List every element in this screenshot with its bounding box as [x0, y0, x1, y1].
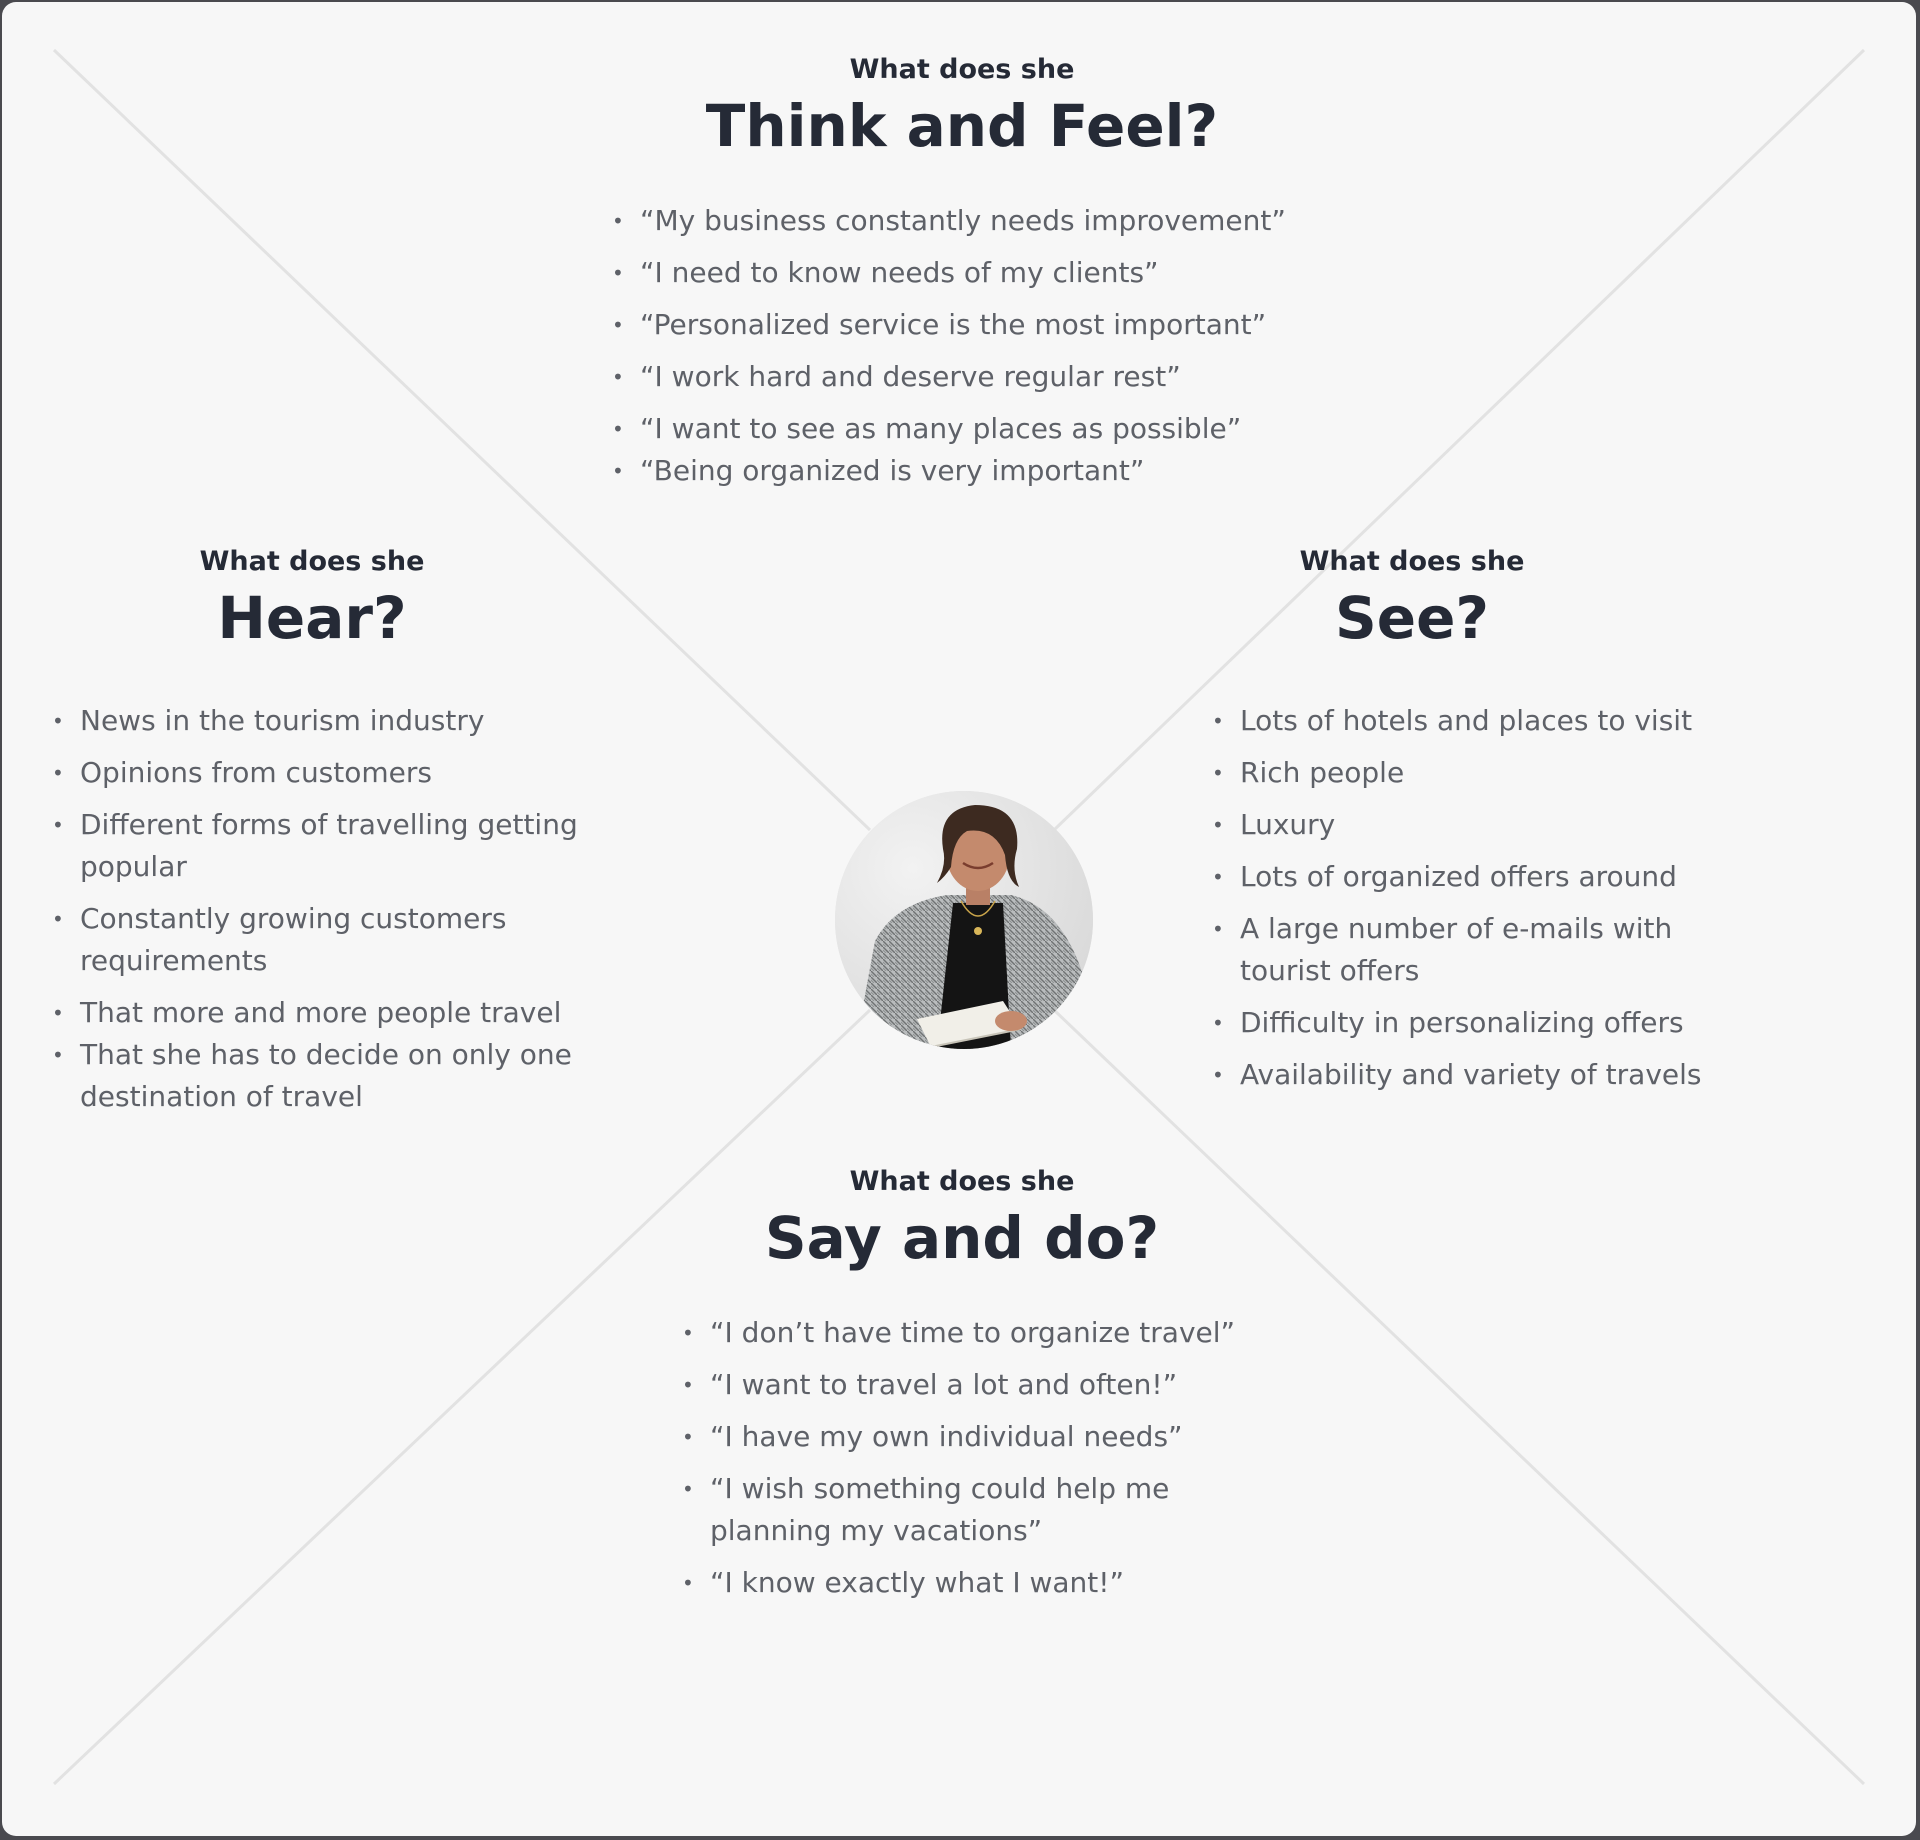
list-item: That more and more people travel	[52, 992, 662, 1034]
list-item: Rich people	[1212, 752, 1872, 794]
list-item: “I work hard and deserve regular rest”	[612, 356, 1362, 398]
say-and-do-section: What does she Say and do? “I don’t have …	[682, 1164, 1242, 1614]
list-item: “I wish something could help me planning…	[682, 1468, 1200, 1552]
hear-section: What does she Hear? News in the tourism …	[52, 544, 662, 1128]
list-item: “I know exactly what I want!”	[682, 1562, 1242, 1604]
diagonal-line-top-right	[1052, 48, 1866, 832]
list-item: “Personalized service is the most import…	[612, 304, 1362, 346]
list-item: “I need to know needs of my clients”	[612, 252, 1362, 294]
say-title: Say and do?	[764, 1204, 1160, 1272]
say-eyebrow: What does she	[849, 1166, 1075, 1197]
diagonal-line-top-left	[52, 48, 872, 832]
hear-title: Hear?	[217, 584, 407, 652]
think-title: Think and Feel?	[705, 92, 1219, 160]
persona-photo	[835, 791, 1093, 1049]
list-item: A large number of e-mails with tourist o…	[1212, 908, 1720, 992]
list-item: “I want to travel a lot and often!”	[682, 1364, 1242, 1406]
list-item: Lots of hotels and places to visit	[1212, 700, 1872, 742]
list-item: That she has to decide on only one desti…	[52, 1034, 600, 1118]
say-heading: What does she Say and do?	[682, 1164, 1242, 1276]
list-item: Difficulty in personalizing offers	[1212, 1002, 1872, 1044]
list-item: Luxury	[1212, 804, 1872, 846]
diagonal-line-bottom-left	[52, 1008, 872, 1786]
see-heading: What does she See?	[1082, 544, 1742, 656]
see-list: Lots of hotels and places to visit Rich …	[1212, 700, 1872, 1096]
list-item: Availability and variety of travels	[1212, 1054, 1872, 1096]
persona-illustration	[835, 791, 1093, 1049]
list-item: Lots of organized offers around	[1212, 856, 1872, 898]
list-item: “I don’t have time to organize travel”	[682, 1312, 1242, 1354]
list-item: News in the tourism industry	[52, 700, 662, 742]
list-item: “Being organized is very important”	[612, 450, 1362, 492]
list-item: “I want to see as many places as possibl…	[612, 408, 1362, 450]
hear-eyebrow: What does she	[199, 546, 425, 577]
think-and-feel-section: What does she Think and Feel? “My busine…	[562, 52, 1362, 502]
list-item: “I have my own individual needs”	[682, 1416, 1242, 1458]
diagonal-line-bottom-right	[1052, 1008, 1866, 1786]
see-section: What does she See? Lots of hotels and pl…	[1212, 544, 1872, 1106]
list-item: Opinions from customers	[52, 752, 662, 794]
hear-heading: What does she Hear?	[12, 544, 612, 656]
see-title: See?	[1334, 584, 1490, 652]
say-list: “I don’t have time to organize travel” “…	[682, 1312, 1242, 1604]
list-item: “My business constantly needs improvemen…	[612, 200, 1362, 242]
hear-list: News in the tourism industry Opinions fr…	[52, 700, 662, 1118]
list-item: Different forms of travelling getting po…	[52, 804, 600, 888]
list-item: Constantly growing customers requirement…	[52, 898, 580, 982]
think-eyebrow: What does she	[849, 54, 1075, 85]
think-list: “My business constantly needs improvemen…	[612, 200, 1362, 492]
see-eyebrow: What does she	[1299, 546, 1525, 577]
